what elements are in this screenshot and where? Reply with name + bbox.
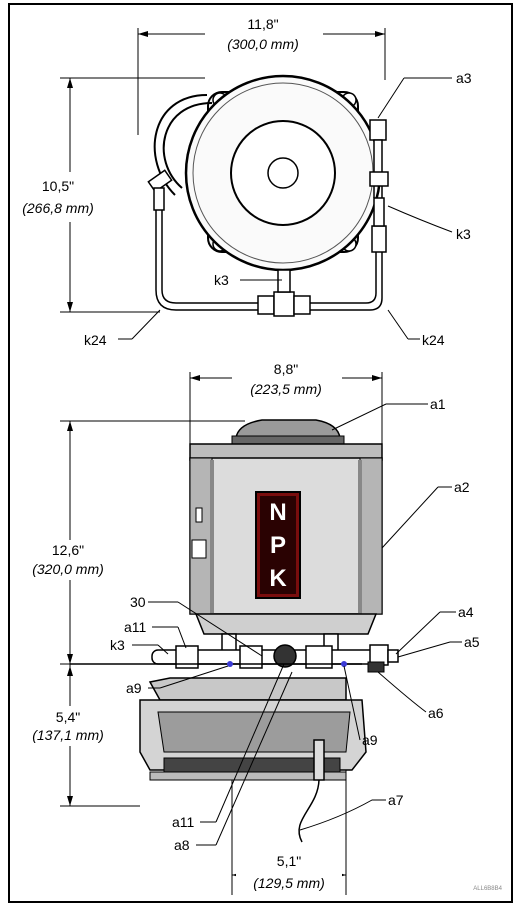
top-view: [18, 10, 453, 340]
label-k3: k3: [110, 637, 125, 653]
logo-letter-p: P: [270, 532, 286, 559]
label-a5: a5: [464, 634, 480, 650]
drawing-code: ALL6B8B4: [473, 886, 502, 892]
label-a8: a8: [174, 837, 190, 853]
top-width-mm: (300,0 mm): [227, 36, 299, 52]
front-width-mm: (223,5 mm): [250, 381, 322, 397]
label-k24-right: k24: [422, 332, 445, 348]
base-width-inches: 5,1": [277, 853, 301, 869]
front-width-inches: 8,8": [274, 361, 298, 377]
logo-letter-n: N: [269, 499, 286, 526]
front-height-mm: (320,0 mm): [32, 561, 104, 577]
logo-letter-k: K: [269, 565, 287, 592]
label-a6: a6: [428, 705, 444, 721]
top-height-inches: 10,5": [42, 178, 74, 194]
base-height-mm: (137,1 mm): [32, 727, 104, 743]
front-view: N P K: [16, 360, 462, 895]
label-a9-right: a9: [362, 732, 378, 748]
front-height-inches: 12,6": [52, 542, 84, 558]
label-k3-center: k3: [214, 272, 229, 288]
label-a3: a3: [456, 70, 472, 86]
base-height-inches: 5,4": [56, 709, 80, 725]
drawing-border: [8, 3, 513, 903]
label-a1: a1: [430, 396, 446, 412]
label-k24-left: k24: [84, 332, 107, 348]
label-a9-left: a9: [126, 680, 142, 696]
label-a11-bottom: a11: [172, 814, 195, 830]
label-a2: a2: [454, 479, 470, 495]
top-height-mm: (266,8 mm): [22, 200, 94, 216]
label-a7: a7: [388, 792, 404, 808]
label-30: 30: [130, 594, 146, 610]
base-width-mm: (129,5 mm): [253, 875, 325, 891]
label-k3-right: k3: [456, 226, 471, 242]
top-width-inches: 11,8": [247, 16, 278, 32]
label-a11-top: a11: [124, 619, 147, 635]
label-a4: a4: [458, 604, 474, 620]
